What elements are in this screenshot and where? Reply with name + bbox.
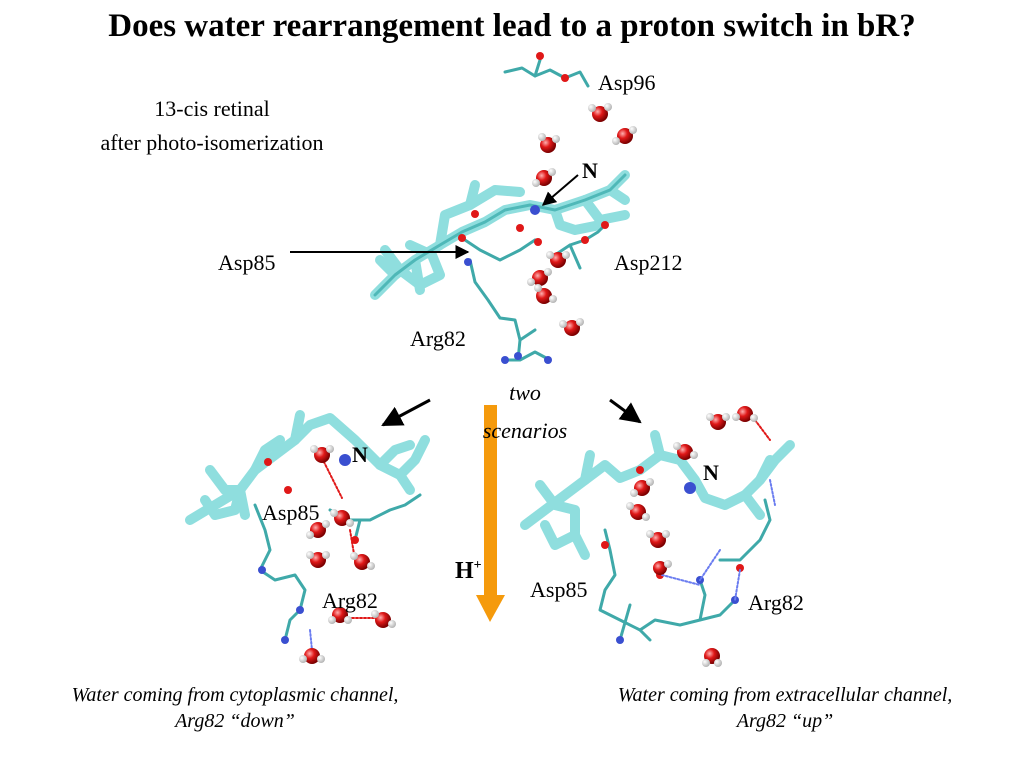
right-structure [520, 419, 795, 644]
label-top-arg82: Arg82 [410, 326, 466, 351]
asp96-residue [503, 58, 590, 88]
right-caption-line2: Arg82 “up” [736, 710, 834, 732]
label-scenarios: scenarios [482, 418, 568, 443]
retinal-dark [373, 173, 627, 297]
right-caption-line1: Water coming from extracellular channel, [617, 684, 953, 706]
slide-title: Does water rearrangement lead to a proto… [108, 8, 916, 44]
label-left-asp85: Asp85 [262, 500, 320, 525]
top-structure [370, 52, 630, 364]
retinal-note-line2: after photo-isomerization [100, 130, 324, 155]
top-waters [527, 103, 637, 336]
right-caption: Water coming from extracellular channel,… [560, 682, 1010, 734]
n-pointer-arrow [541, 174, 579, 206]
left-caption-line1: Water coming from cytoplasmic channel, [71, 684, 399, 706]
left-structure [185, 410, 430, 651]
left-caption-line2: Arg82 “down” [175, 710, 295, 732]
label-proton: H+ [455, 558, 482, 585]
label-top-asp85: Asp85 [218, 250, 276, 275]
label-left-arg82: Arg82 [322, 588, 378, 613]
left-caption: Water coming from cytoplasmic channel, A… [10, 682, 460, 734]
label-two: two [509, 380, 541, 405]
asp85-arg82-chain [463, 238, 552, 362]
proton-arrow [476, 405, 505, 622]
label-right-n: N [703, 460, 719, 485]
label-asp96: Asp96 [598, 70, 656, 95]
left-scenario-arrow [381, 398, 431, 427]
left-waters [299, 445, 396, 664]
retinal-sticks [370, 170, 630, 300]
label-top-n: N [582, 158, 598, 183]
right-waters [626, 406, 758, 667]
proton-h: H [455, 558, 474, 584]
retinal-note-line1: 13-cis retinal [154, 96, 270, 121]
label-right-asp85: Asp85 [530, 577, 588, 602]
label-asp212: Asp212 [614, 250, 683, 275]
right-scenario-arrow [609, 398, 642, 424]
label-left-n: N [352, 442, 368, 467]
label-right-arg82: Arg82 [748, 590, 804, 615]
proton-charge: + [473, 558, 482, 573]
